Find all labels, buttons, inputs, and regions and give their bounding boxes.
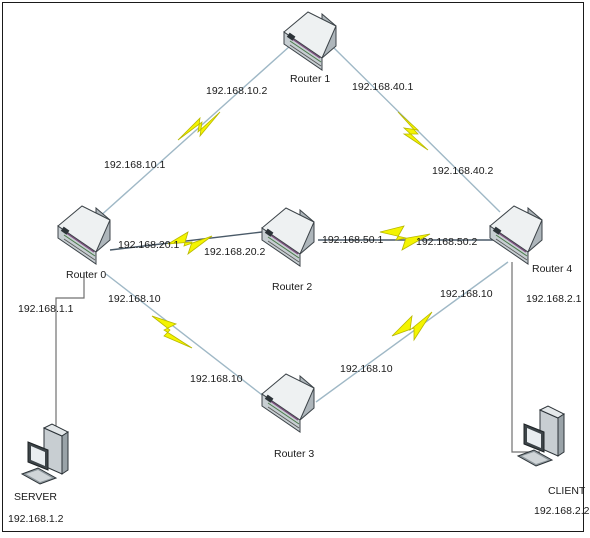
link-r3-r4-line — [315, 261, 509, 403]
serial-zigzag-r0-r1 — [177, 111, 221, 141]
serial-zigzag-r3-r4 — [391, 311, 433, 342]
router-icon — [261, 207, 315, 267]
router-icon — [261, 373, 315, 433]
server-ip-label: 192.168.1.2 — [8, 513, 64, 525]
ip-label-r3-r4-near-r3: 192.168.10 — [340, 363, 393, 375]
router-1-label: Router 1 — [290, 73, 330, 85]
serial-zigzag-r2-r4 — [379, 225, 431, 251]
link-r0-r1-line — [97, 45, 291, 219]
ip-label-r0-server: 192.168.1.1 — [18, 303, 74, 315]
computer-icon — [517, 405, 565, 467]
ip-label-r1-r4-near-r4: 192.168.40.2 — [432, 165, 493, 177]
router-4-label: Router 4 — [532, 263, 572, 275]
serial-zigzag-r0-r2 — [167, 231, 213, 256]
router-3-label: Router 3 — [274, 448, 314, 460]
serial-links — [151, 111, 433, 349]
ip-label-r4-client: 192.168.2.1 — [526, 293, 582, 305]
ip-label-r1-r4-near-r1: 192.168.40.1 — [352, 81, 413, 93]
ip-label-r0-r2-near-r2: 192.168.20.2 — [204, 246, 265, 258]
ip-label-r2-r4-near-r4: 192.168.50.2 — [416, 236, 477, 248]
router-3[interactable] — [261, 373, 315, 433]
client-ip-label: 192.168.2.2 — [534, 505, 590, 517]
link-r0-r2-line — [109, 231, 263, 251]
router-4[interactable] — [489, 205, 543, 265]
router-0-label: Router 0 — [66, 269, 106, 281]
ip-label-r0-r3-near-r0: 192.168.10 — [108, 293, 161, 305]
ip-label-r2-r4-near-r2: 192.168.50.1 — [322, 234, 383, 246]
ip-label-r0-r1-near-r0: 192.168.10.1 — [104, 159, 165, 171]
router-0[interactable] — [57, 205, 111, 265]
cable-links — [55, 45, 540, 453]
router-icon — [283, 11, 337, 71]
client-label: CLIENT — [548, 485, 586, 497]
ip-label-r3-r4-near-r4: 192.168.10 — [440, 288, 493, 300]
router-icon — [57, 205, 111, 265]
serial-zigzag-r1-r4 — [397, 111, 429, 151]
computer-icon — [21, 423, 69, 485]
server-label: SERVER — [14, 491, 57, 503]
client-computer[interactable] — [517, 405, 565, 467]
diagram-frame — [2, 2, 584, 532]
serial-zigzag-r0-r3 — [151, 315, 193, 349]
link-r0-r3-line — [105, 273, 267, 399]
ip-label-r0-r3-near-r3: 192.168.10 — [190, 373, 243, 385]
link-r4-client-line — [511, 262, 540, 453]
server-computer[interactable] — [21, 423, 69, 485]
router-icon — [489, 205, 543, 265]
ip-label-r0-r2-near-r0: 192.168.20.1 — [118, 239, 179, 251]
router-2-label: Router 2 — [272, 281, 312, 293]
router-2[interactable] — [261, 207, 315, 267]
link-r0-server-line — [55, 272, 85, 430]
router-1[interactable] — [283, 11, 337, 71]
ip-label-r0-r1-near-r1: 192.168.10.2 — [206, 85, 267, 97]
